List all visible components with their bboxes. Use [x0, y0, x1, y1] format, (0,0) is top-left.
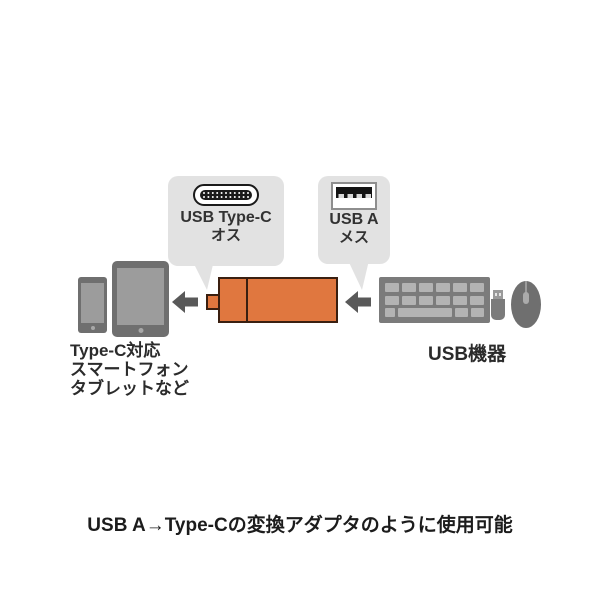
left-device-label-line3: タブレットなど [70, 379, 189, 398]
callout-type-c-subtitle: オス [210, 227, 241, 244]
callout-usb-a-title: USB A [329, 211, 379, 228]
callout-usb-a: USB A メス [318, 176, 390, 264]
usb-dongle-icon [491, 290, 505, 320]
callout-type-c-tail [190, 256, 215, 290]
left-device-label-line1: Type-C対応 [70, 341, 161, 360]
arrow-left-icon [345, 291, 371, 313]
caption: USB A→Type-Cの変換アダプタのように使用可能 [87, 515, 513, 536]
keyboard-icon [379, 277, 490, 323]
callout-type-c-title: USB Type-C [180, 209, 272, 226]
usb-a-port-icon [331, 182, 377, 210]
mouse-icon [511, 281, 541, 328]
callout-usb-a-tail [346, 256, 370, 290]
adapter-divider [246, 279, 248, 321]
right-device-label: USB機器 [428, 344, 507, 365]
callout-usb-type-c: USB Type-C オス [168, 176, 284, 266]
arrow-left-icon [172, 291, 198, 313]
left-device-label-line2: スマートフォン [70, 360, 189, 379]
adapter-body [218, 277, 338, 323]
callout-usb-a-subtitle: メス [338, 229, 369, 246]
smartphone-icon [78, 277, 107, 333]
tablet-icon [112, 261, 169, 337]
usb-type-c-connector-icon [193, 184, 259, 208]
left-device-label: Type-C対応 スマートフォン タブレットなど [70, 341, 189, 398]
